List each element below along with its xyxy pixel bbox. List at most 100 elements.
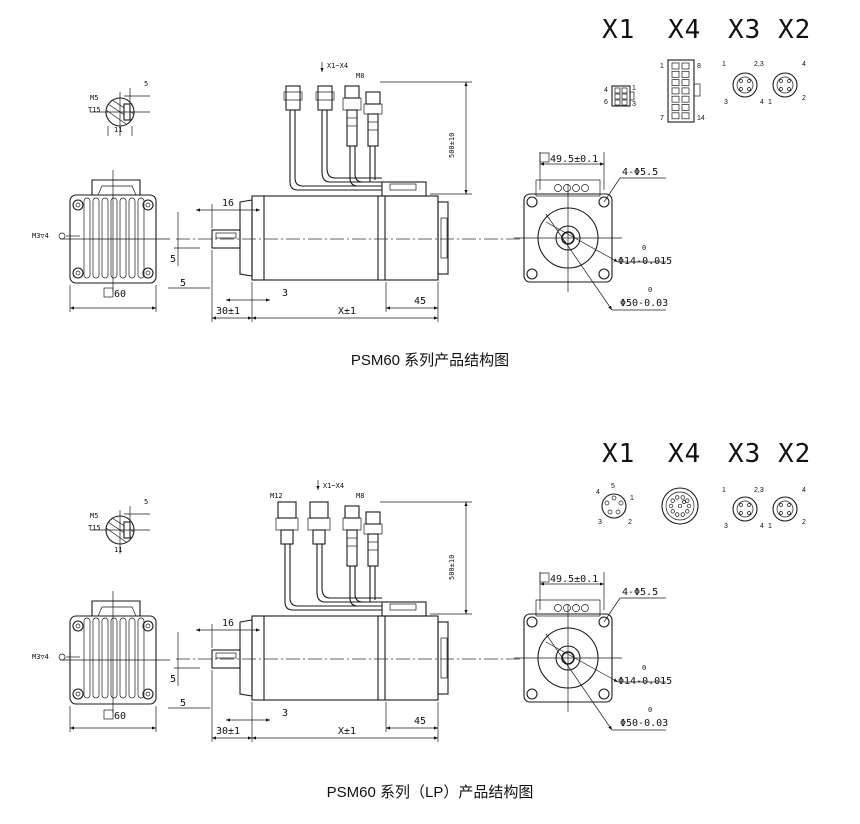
cooling-fin (83, 617, 91, 699)
svg-text:14: 14 (697, 115, 705, 122)
svg-text:M3▽4: M3▽4 (32, 653, 49, 661)
svg-text:1: 1 (632, 85, 636, 92)
cooling-fin (101, 617, 109, 699)
cooling-fin (92, 617, 100, 699)
svg-text:5: 5 (144, 80, 148, 88)
connector-x1-label: X1 (602, 439, 635, 469)
svg-text:4-Φ5.5: 4-Φ5.5 (622, 167, 658, 178)
x4-pin (671, 62, 680, 70)
svg-text:5: 5 (180, 278, 186, 289)
x4-pin (681, 95, 690, 103)
x4-pin (685, 498, 690, 503)
shaft-section-view: M5 T15 5 11 (88, 80, 150, 136)
x4-pin (671, 70, 680, 78)
x4-pin (670, 498, 675, 503)
svg-text:2: 2 (628, 519, 632, 526)
svg-text:T15: T15 (88, 106, 101, 114)
svg-text:M3▽4: M3▽4 (32, 232, 49, 240)
svg-text:X±1: X±1 (338, 306, 356, 317)
rear-end-view: 60 M3▽4 (32, 170, 170, 312)
drawing-psm60: X1 X4 X3 X2 4 1 6 3 1 8 7 14 (32, 15, 811, 322)
x4-pin (681, 104, 690, 111)
svg-text:8: 8 (697, 63, 701, 70)
cooling-fin (128, 197, 136, 279)
connector-x3x2-label: X3 X2 (728, 15, 811, 45)
svg-text:1: 1 (630, 495, 634, 502)
svg-text:45: 45 (414, 716, 426, 727)
svg-text:1: 1 (660, 63, 664, 70)
x4-pin (671, 95, 680, 103)
svg-text:T15: T15 (88, 524, 101, 532)
x3-connector-face: 1 4 3 (722, 61, 764, 106)
svg-text:Φ50-0.03: Φ50-0.03 (620, 718, 668, 729)
svg-text:4: 4 (604, 87, 608, 94)
x4-pin (671, 104, 680, 111)
x4-pin (671, 112, 680, 120)
svg-text:1: 1 (768, 99, 772, 106)
svg-text:2: 2 (802, 95, 806, 102)
shaft-section-view: M5 T15 5 11 (88, 498, 150, 554)
x4-pin (686, 503, 692, 509)
x3x2-shared-pins: 2,3 (754, 487, 764, 494)
x4-pin (681, 112, 690, 120)
svg-text:1: 1 (722, 61, 726, 68)
svg-text:2: 2 (802, 519, 806, 526)
cooling-fin (128, 617, 136, 699)
x4-pin (680, 512, 685, 517)
x4-pin (670, 509, 675, 514)
cooling-fin (119, 197, 127, 279)
connector-x4-label: X4 (668, 15, 701, 45)
connector-x4-label: X4 (668, 439, 701, 469)
m-label-right: M8 (356, 492, 364, 500)
svg-text:49.5±0.1: 49.5±0.1 (550, 154, 598, 165)
svg-text:1: 1 (768, 523, 772, 530)
cable-length: 500±10 (448, 133, 456, 158)
svg-text:Φ14-0.015: Φ14-0.015 (618, 676, 672, 687)
rear-end-view: 60 M3▽4 (32, 591, 170, 732)
svg-text:7: 7 (660, 115, 664, 122)
svg-text:X±1: X±1 (338, 726, 356, 737)
svg-text:3: 3 (724, 99, 728, 106)
front-view: 49.5±0.1 4-Φ5.5 0 Φ14-0.015 0 Φ50-0.03 (514, 152, 672, 311)
svg-text:Φ14-0.015: Φ14-0.015 (618, 256, 672, 267)
x4-pin (681, 62, 690, 70)
x4-pin (677, 503, 683, 509)
svg-text:0: 0 (648, 286, 652, 294)
svg-text:0: 0 (648, 706, 652, 714)
svg-text:3: 3 (282, 708, 288, 719)
svg-text:4: 4 (802, 487, 806, 494)
x4-pin (675, 512, 680, 517)
m-label-right: M8 (356, 72, 364, 80)
svg-text:4: 4 (596, 489, 600, 496)
x1-connector-face: 4 1 6 3 (604, 85, 636, 108)
svg-text:1: 1 (722, 487, 726, 494)
svg-text:6: 6 (604, 99, 608, 106)
x4-pin (671, 87, 680, 95)
x2-connector-face: 4 1 2 (768, 61, 806, 106)
x3x2-shared-pins: 2,3 (754, 61, 764, 68)
cooling-fin (92, 197, 100, 279)
x4-pin (681, 70, 690, 78)
svg-text:45: 45 (414, 296, 426, 307)
svg-text:49.5±0.1: 49.5±0.1 (550, 574, 598, 585)
svg-text:3: 3 (282, 288, 288, 299)
x1-connector-face: 4 5 1 3 2 (596, 483, 634, 526)
side-view: X1~X4 M12 M8 500±10 16 5 5 3 30±1 (168, 480, 520, 742)
svg-text:4: 4 (802, 61, 806, 68)
svg-text:4-Φ5.5: 4-Φ5.5 (622, 587, 658, 598)
svg-text:M5: M5 (90, 512, 98, 520)
cooling-fin (83, 197, 91, 279)
cooling-fin (137, 617, 145, 699)
svg-text:5: 5 (170, 674, 176, 685)
svg-text:3: 3 (632, 101, 636, 108)
front-view: 49.5±0.1 4-Φ5.5 0 Φ14-0.015 0 Φ50-0.03 (514, 572, 672, 731)
cooling-fin (119, 617, 127, 699)
x4-pin (680, 495, 685, 500)
x4-pin (675, 495, 680, 500)
m-label-left: M12 (270, 492, 283, 500)
x4-pin (681, 79, 690, 86)
svg-text:4: 4 (760, 99, 764, 106)
x4-connector-face: 1 8 7 14 (660, 59, 705, 123)
cooling-fin (110, 197, 118, 279)
